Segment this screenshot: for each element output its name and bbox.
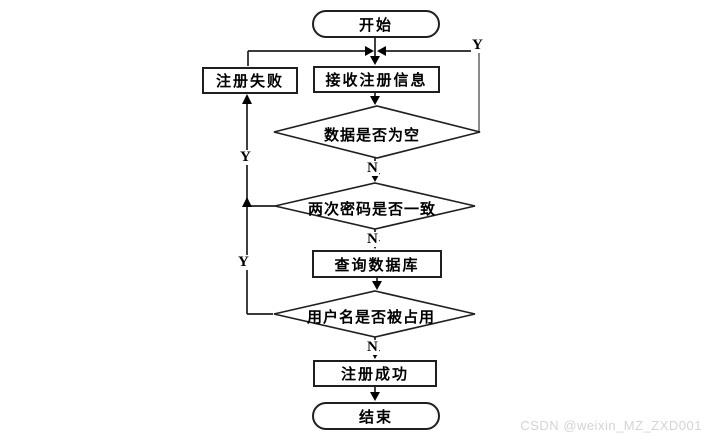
branch-yes-checkpwd: Y [239, 149, 252, 165]
branch-yes-checkempty: Y [471, 37, 484, 53]
arrow-junction-from-left [365, 46, 374, 56]
decision-username-taken-shape [273, 290, 476, 338]
decision-password-match-shape [274, 182, 476, 230]
arrow-left-rail-merge [242, 197, 252, 207]
start-terminator: 开始 [312, 10, 440, 38]
register-fail-box: 注册失败 [202, 67, 298, 94]
branch-yes-checkuser: Y [237, 254, 250, 270]
query-database-box: 查询数据库 [312, 250, 442, 278]
decision-data-empty-shape [273, 105, 481, 159]
register-success-box: 注册成功 [313, 360, 437, 387]
arrow-into-receive [370, 56, 380, 65]
decision-username-taken-label: 用户名是否被占用 [307, 310, 436, 326]
branch-no-checkempty: N [366, 160, 379, 176]
arrow-into-checkempty [370, 96, 380, 105]
arrow-into-fail [242, 94, 252, 104]
decision-data-empty-label: 数据是否为空 [324, 128, 421, 144]
branch-no-checkpwd: N [366, 231, 379, 247]
arrow-into-checkuser [372, 281, 382, 290]
arrow-into-end [370, 392, 380, 401]
csdn-watermark: CSDN @weixin_MZ_ZXD001 [520, 418, 702, 433]
decision-password-match-label: 两次密码是否一致 [308, 202, 437, 218]
end-terminator: 结束 [312, 402, 440, 430]
receive-registration-box: 接收注册信息 [313, 66, 440, 93]
arrow-junction-from-right [377, 46, 386, 56]
branch-no-checkuser: N [366, 339, 379, 355]
